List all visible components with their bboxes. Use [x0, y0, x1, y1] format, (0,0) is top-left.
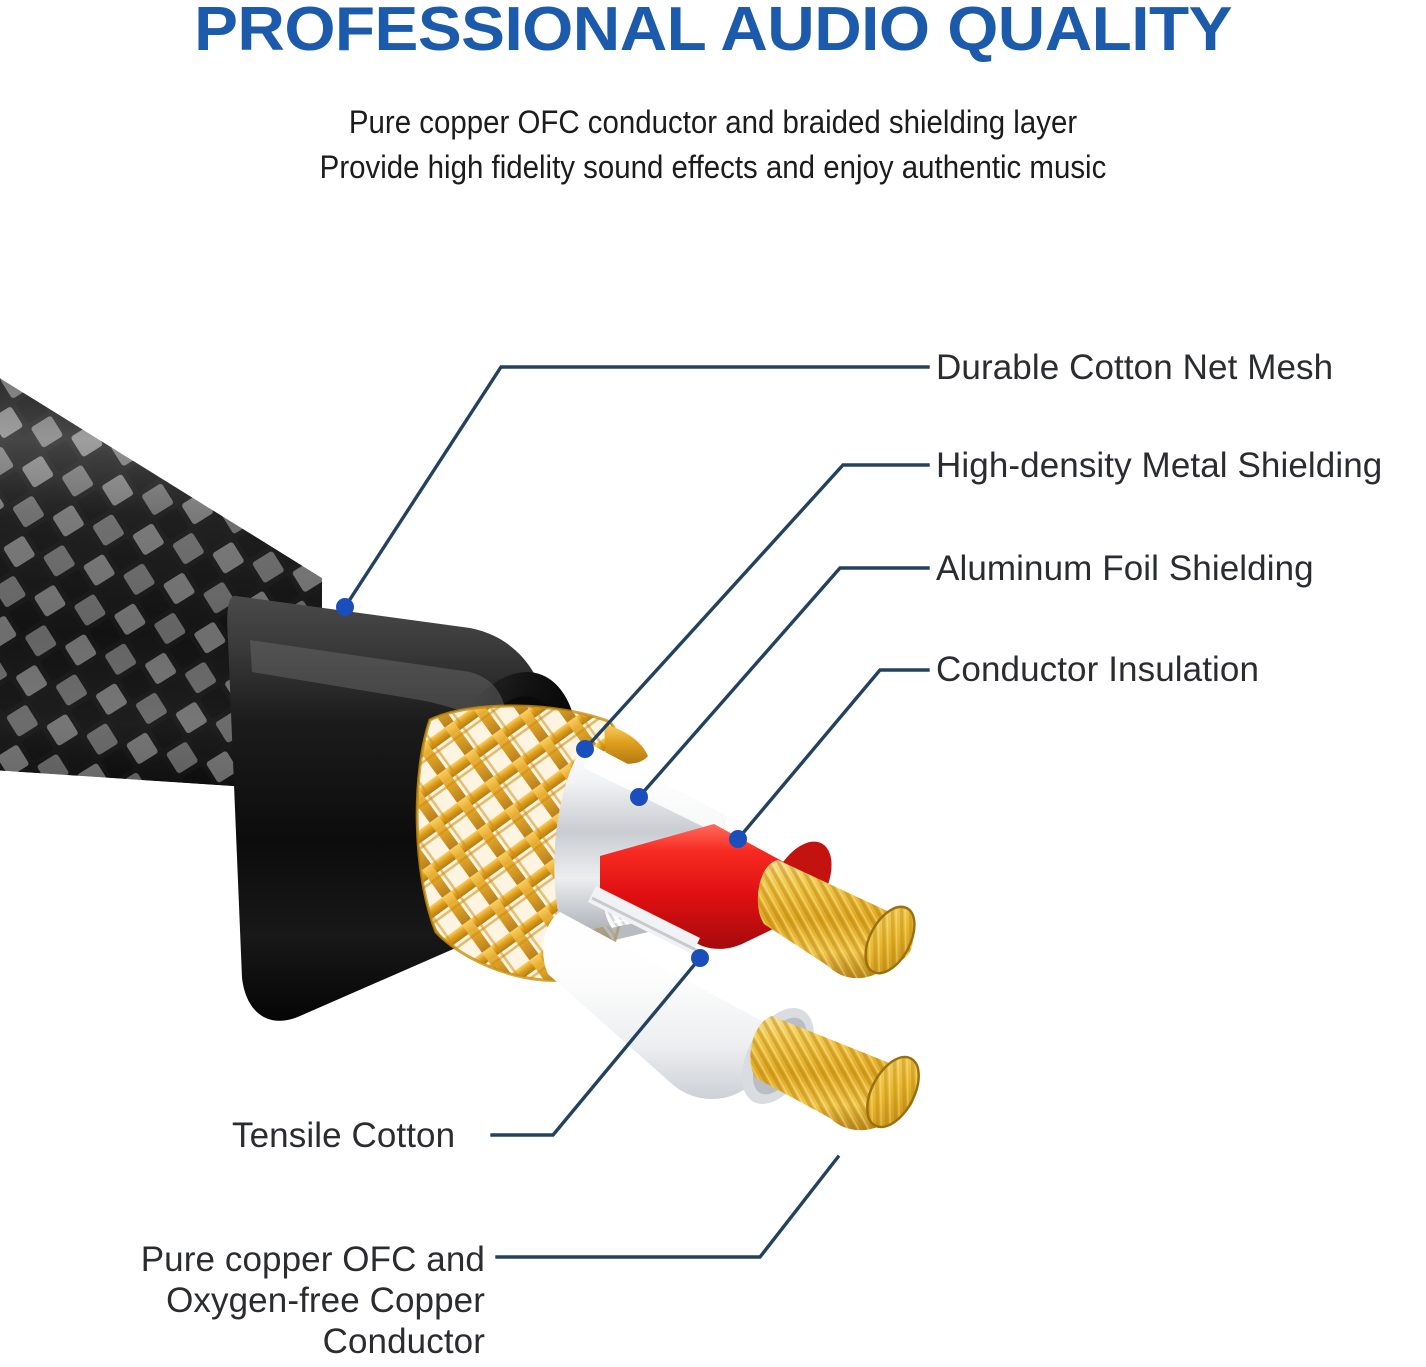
red-conductor-assembly — [588, 824, 916, 979]
anchor-cotton-mesh — [336, 598, 354, 616]
header-block: PROFESSIONAL AUDIO QUALITY Pure copper O… — [0, 0, 1426, 200]
copper-conductor-lower — [750, 1016, 920, 1131]
callout-label-foil-shielding: Aluminum Foil Shielding — [936, 549, 1314, 588]
anchor-foil-shielding — [630, 788, 648, 806]
leader-anchor-dots — [336, 598, 747, 967]
page-title: PROFESSIONAL AUDIO QUALITY — [194, 0, 1232, 64]
leader-lines — [342, 365, 930, 1259]
leader-cotton-mesh — [342, 365, 930, 610]
callout-label-metal-shielding: High-density Metal Shielding — [936, 446, 1383, 485]
callout-label-pure-copper-ofc: Pure copper OFC and Oxygen-free Copper C… — [140, 1240, 485, 1361]
copper-conductor-upper — [757, 860, 916, 979]
subtitle-line-2: Provide high fidelity sound effects and … — [319, 149, 1107, 185]
callout-label-cotton-mesh: Durable Cotton Net Mesh — [936, 348, 1334, 387]
anchor-conductor-insulation — [729, 830, 747, 848]
callout-label-conductor-insulation: Conductor Insulation — [936, 650, 1260, 689]
anchor-tensile-cotton — [691, 949, 709, 967]
subtitle-line-1: Pure copper OFC conductor and braided sh… — [348, 104, 1078, 140]
callout-label-tensile-cotton: Tensile Cotton — [232, 1116, 456, 1155]
anchor-metal-shielding — [576, 740, 594, 758]
